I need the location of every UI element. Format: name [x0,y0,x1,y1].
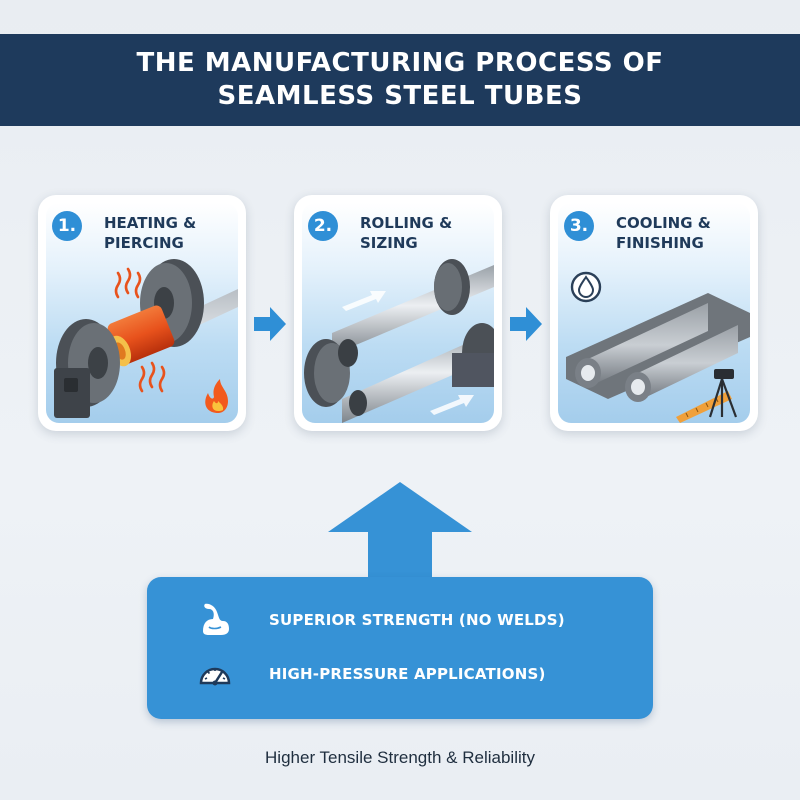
tripod-icon [708,378,738,418]
flow-arrow-right-icon [510,307,542,341]
step-card-inner: 1. HEATING & PIERCING [46,203,238,423]
step-number-badge: 3. [564,211,594,241]
step-card-inner: 3. COOLING & FINISHING [558,203,750,423]
heat-waves-icon [114,267,166,393]
pressure-gauge-icon [199,667,231,686]
step-title: HEATING & PIERCING [104,213,238,253]
rolling-sizing-illustration [304,259,494,423]
step-number-badge: 1. [52,211,82,241]
flame-icon [205,379,228,413]
finished-tube [638,325,738,401]
roll-stand [452,353,494,387]
step-title: ROLLING & SIZING [360,213,494,253]
roll-bracket [54,368,90,418]
step-title-line-2: FINISHING [616,234,704,252]
step-title-line-2: PIERCING [104,234,184,252]
step-card-rolling-sizing: 2. ROLLING & SIZING [294,195,502,431]
heating-piercing-illustration [54,259,238,418]
step-title-line-1: ROLLING & [360,214,453,232]
benefit-item-pressure: HIGH-PRESSURE APPLICATIONS) [147,655,653,695]
cooling-finishing-illustration [566,271,750,423]
up-arrow-icon [328,482,472,580]
ruler-icon [676,391,732,423]
step-title: COOLING & FINISHING [616,213,750,253]
benefits-panel: SUPERIOR STRENGTH (NO WELDS) HIGH-PRESSU… [147,577,653,719]
step-card-cooling-finishing: 3. COOLING & FINISHING [550,195,758,431]
title-banner: THE MANUFACTURING PROCESS OF SEAMLESS ST… [0,34,800,126]
flow-arrow-right-icon [254,307,286,341]
flexed-arm-icon [203,603,229,635]
step-card-heating-piercing: 1. HEATING & PIERCING [38,195,246,431]
motion-arrow-icon [342,291,474,415]
step-title-line-1: COOLING & [616,214,711,232]
water-drop-icon [570,271,602,303]
benefit-item-strength: SUPERIOR STRENGTH (NO WELDS) [147,601,653,641]
step-title-line-2: SIZING [360,234,418,252]
title-line-1: THE MANUFACTURING PROCESS OF [136,48,664,78]
benefit-text: HIGH-PRESSURE APPLICATIONS) [269,665,546,683]
finished-tube [588,303,708,387]
benefit-text: SUPERIOR STRENGTH (NO WELDS) [269,611,565,629]
step-title-line-1: HEATING & [104,214,197,232]
footer-caption: Higher Tensile Strength & Reliability [265,748,535,767]
step-number-badge: 2. [308,211,338,241]
step-card-inner: 2. ROLLING & SIZING [302,203,494,423]
title-line-2: SEAMLESS STEEL TUBES [217,81,583,111]
